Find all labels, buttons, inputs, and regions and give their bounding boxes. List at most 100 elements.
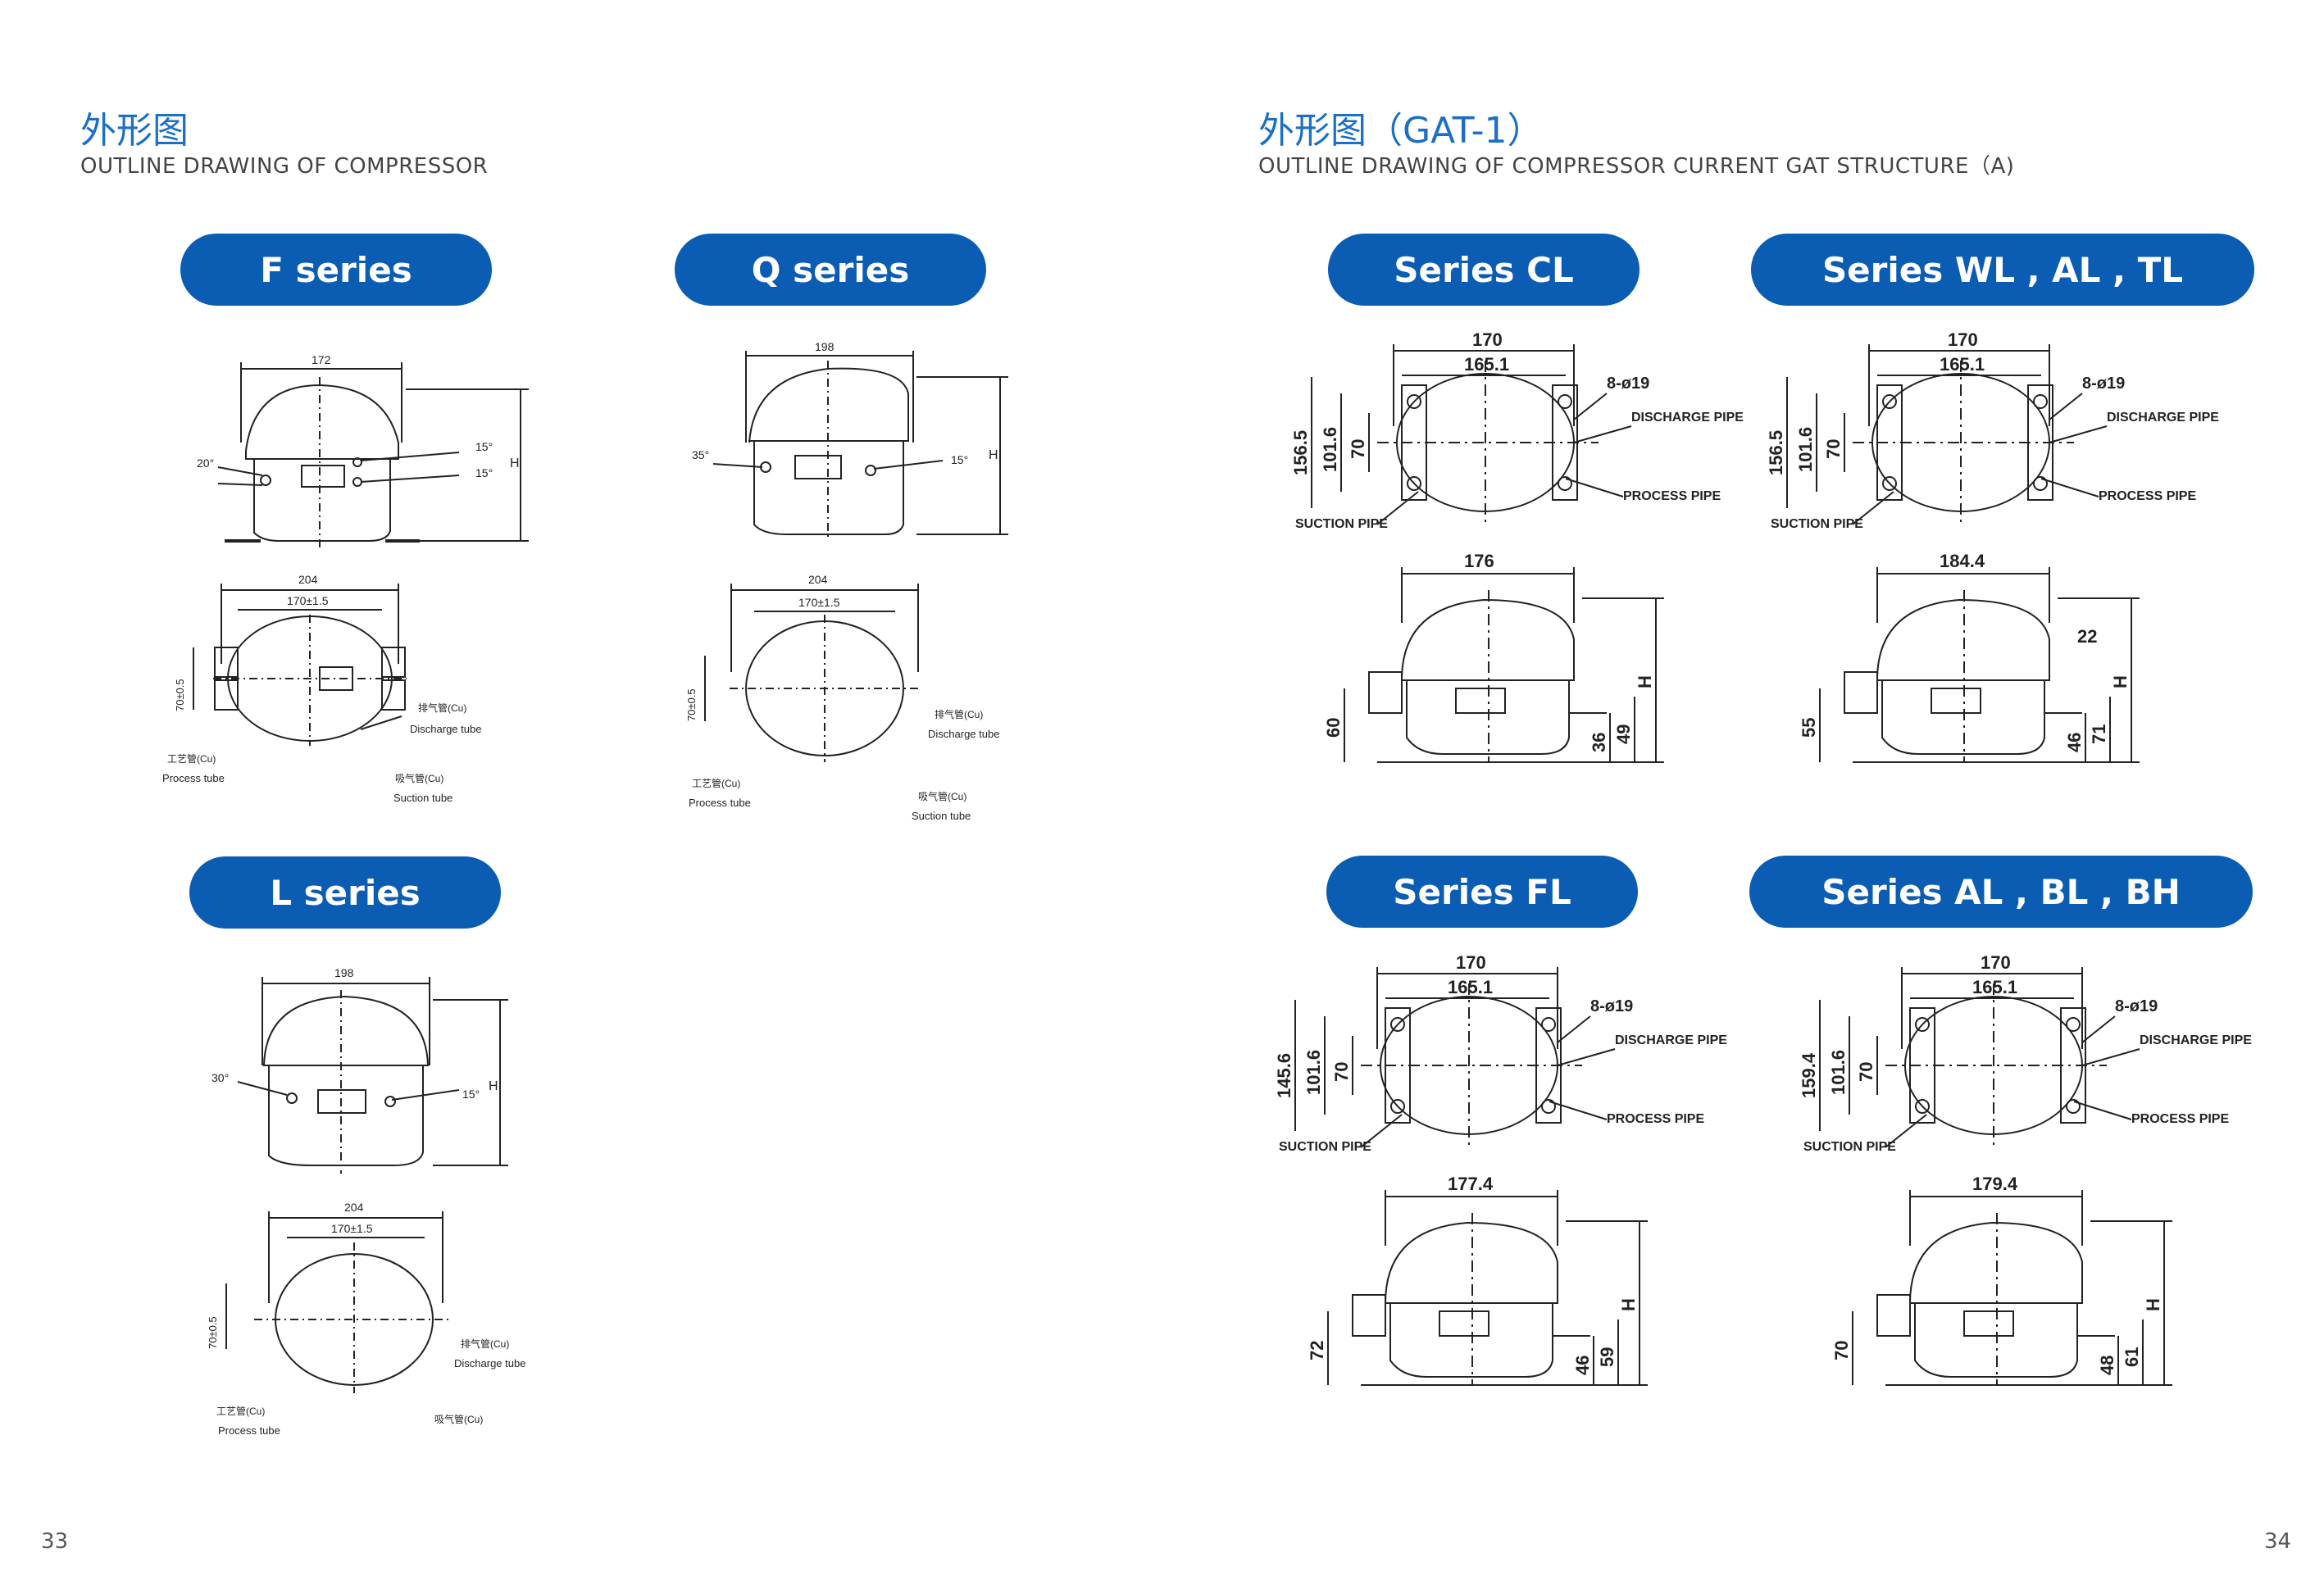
leader (1360, 1114, 1403, 1148)
leader (2049, 425, 2108, 443)
hole (1407, 394, 1421, 409)
v2-dim: 101.6 (1303, 1050, 1324, 1095)
s3-dim: 49 (1613, 724, 1634, 744)
wl-series-pill: Series WL , AL , TL (1751, 234, 2254, 306)
side-width-dim: 179.4 (1972, 1174, 2018, 1194)
f-top-view: 204 170±1.5 70±0.5 排气管(Cu) Discharge tub… (162, 573, 481, 804)
v2-dim: 101.6 (1795, 427, 1816, 472)
leader (1557, 1048, 1616, 1066)
cl-series-pill: Series CL (1328, 234, 1640, 306)
s2-dim: 48 (2097, 1356, 2117, 1375)
top-outer-dim: 170 (1456, 952, 1486, 973)
dome (1908, 1221, 2083, 1304)
q-side-width: 198 (815, 340, 835, 353)
f-discharge-en: Discharge tube (410, 723, 481, 735)
l-discharge-en: Discharge tube (454, 1357, 525, 1369)
f-process-cn: 工艺管(Cu) (167, 752, 216, 765)
v2-dim: 101.6 (1828, 1050, 1849, 1095)
suction-label: SUCTION PIPE (1279, 1140, 1371, 1154)
v3-dim: 70 (1348, 439, 1368, 459)
f-top-vert: 70±0.5 (174, 679, 186, 711)
hole (1541, 1017, 1556, 1032)
discharge-label: DISCHARGE PIPE (2107, 411, 2219, 425)
l-series-pill: L series (189, 856, 501, 929)
dome (1876, 598, 2050, 681)
top-inner-dim: 165.1 (1972, 977, 2017, 997)
l-process-cn: 工艺管(Cu) (216, 1405, 265, 1417)
mount-right (1552, 384, 1578, 501)
q-top-view: 204 170±1.5 70±0.5 排气管(Cu) Discharge tub… (685, 573, 999, 822)
f-suction-cn: 吸气管(Cu) (395, 772, 443, 784)
leader (1852, 491, 1894, 525)
discharge-label: DISCHARGE PIPE (1631, 411, 1744, 425)
h-dim: H (1618, 1298, 1639, 1311)
s2-dim: 46 (2064, 733, 2085, 752)
s2-dim: 36 (1589, 733, 1609, 752)
hole (1882, 394, 1897, 409)
q-side-view: 198 H 35° 15° (692, 340, 1008, 541)
f-series-pill: F series (180, 234, 492, 306)
q-top-inner: 170±1.5 (798, 596, 840, 609)
leader (1549, 1101, 1608, 1120)
l-angle-left: 30° (211, 1071, 229, 1084)
suction-label: SUCTION PIPE (1295, 517, 1388, 531)
f-process-en: Process tube (162, 772, 225, 784)
leader (2073, 1101, 2132, 1120)
f-height: H (510, 456, 520, 470)
nameplate (1963, 1310, 2014, 1337)
s1-dim: 55 (1799, 718, 1819, 738)
l-side-width: 198 (334, 966, 354, 979)
leader (1565, 478, 1624, 497)
top-inner-dim: 165.1 (1464, 354, 1509, 375)
v1-dim: 156.5 (1766, 430, 1786, 475)
right-page-subtitle: OUTLINE DRAWING OF COMPRESSOR CURRENT GA… (1258, 154, 2015, 179)
l-top-width: 204 (344, 1201, 364, 1214)
terminal-box (1368, 671, 1403, 714)
body (1389, 1303, 1553, 1378)
l-side-view: 198 H 30° 15° (211, 966, 508, 1174)
process-label: PROCESS PIPE (1623, 489, 1721, 503)
hole (1390, 1017, 1405, 1032)
s-top-dim: 22 (2077, 626, 2097, 647)
top-outer-dim: 170 (1981, 952, 2011, 973)
s1-dim: 72 (1307, 1341, 1327, 1360)
discharge-label: DISCHARGE PIPE (1615, 1033, 1727, 1047)
hole (1407, 476, 1421, 491)
l-top-inner: 170±1.5 (331, 1222, 373, 1235)
f-angle-right-b: 15° (475, 466, 493, 479)
v1-dim: 156.5 (1290, 430, 1311, 475)
s2-dim: 46 (1572, 1356, 1593, 1375)
terminal-box (1352, 1294, 1386, 1337)
body (1881, 680, 2045, 755)
h-dim: H (2110, 675, 2131, 688)
l-series-drawing: 198 H 30° 15° 204 170±1.5 70±0.5 排气管(Cu)… (207, 966, 525, 1437)
v3-dim: 70 (1823, 439, 1844, 459)
l-discharge-cn: 排气管(Cu) (461, 1338, 509, 1350)
q-discharge-en: Discharge tube (928, 728, 999, 740)
l-suction-cn: 吸气管(Cu) (434, 1413, 483, 1425)
left-page-header: 外形图 OUTLINE DRAWING OF COMPRESSOR (80, 113, 488, 178)
q-process-en: Process tube (689, 797, 751, 809)
hole (1558, 476, 1572, 491)
fl-series-pill: Series FL (1326, 856, 1638, 928)
process-label: PROCESS PIPE (2131, 1112, 2229, 1126)
q-series-drawing: 198 H 35° 15° 204 170±1.5 70±0.5 排气管(Cu)… (685, 340, 1008, 822)
hole (1915, 1099, 1930, 1114)
holes-label: 8-ø19 (2082, 375, 2125, 393)
right-page-title: 外形图（GAT-1） (1258, 110, 1544, 152)
hole (1558, 394, 1572, 409)
al-series-pill: Series AL , BL , BH (1749, 856, 2253, 928)
l-angle-right: 15° (462, 1088, 480, 1101)
body (1406, 680, 1570, 755)
v1-dim: 145.6 (1274, 1053, 1294, 1098)
terminal-box (1876, 1294, 1911, 1337)
leader (1376, 491, 1419, 525)
v3-dim: 70 (1856, 1062, 1876, 1082)
process-label: PROCESS PIPE (2099, 489, 2196, 503)
q-height: H (989, 448, 998, 462)
h-dim: H (1635, 675, 1655, 688)
q-angle-left: 35° (692, 448, 709, 461)
hole (2066, 1099, 2081, 1114)
f-top-inner: 170±1.5 (287, 594, 329, 607)
